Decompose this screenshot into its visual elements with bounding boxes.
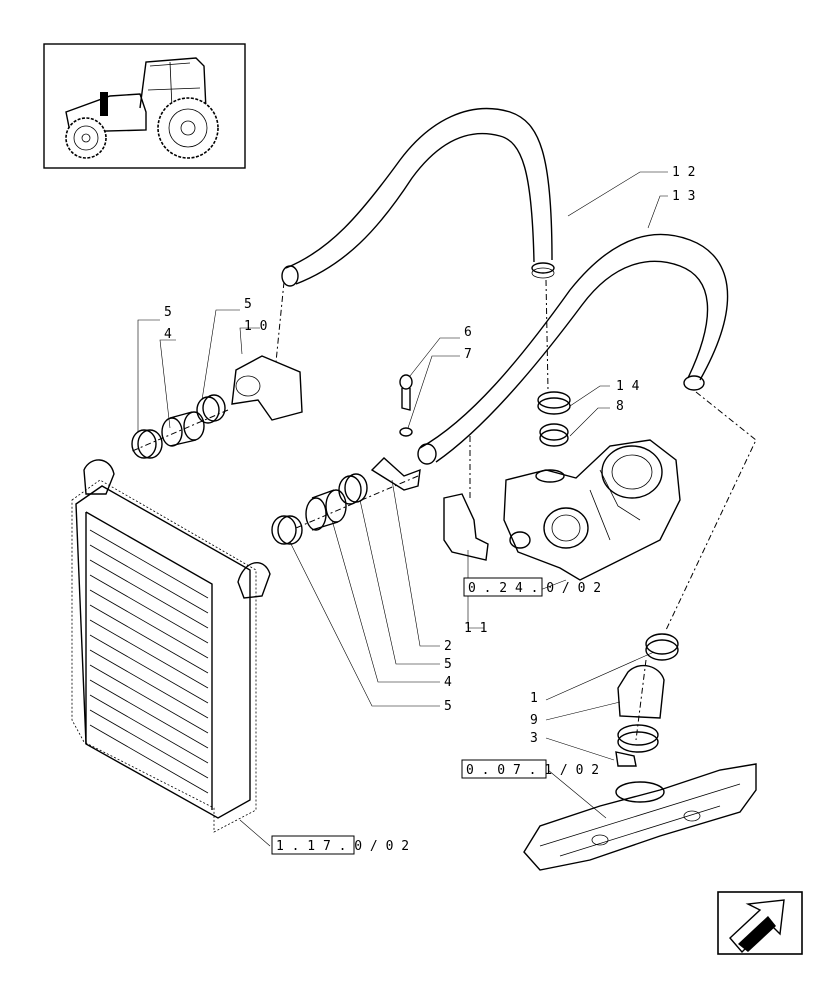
callout-3: 3 (530, 731, 538, 746)
callout-4: 4 (444, 675, 452, 690)
assembly-lines (129, 279, 757, 741)
callout-5: 5 (164, 305, 172, 320)
callout-2: 2 (444, 639, 452, 654)
left-clamp-group (131, 355, 303, 459)
reference-manifold[interactable]: 0 . 0 7 . 1 / 0 2 (461, 759, 599, 779)
reference-intercooler-label: 1 . 1 7 . 0 / 0 2 (276, 839, 409, 854)
turbocharger (503, 439, 681, 581)
lower-hose (417, 233, 729, 465)
callout-5: 5 (444, 699, 452, 714)
callout-14: 1 4 (616, 379, 640, 394)
intercooler (71, 459, 271, 833)
callout-13: 1 3 (672, 189, 695, 204)
callout-9: 9 (530, 713, 538, 728)
callout-5: 5 (244, 297, 252, 312)
upper-hose (281, 107, 555, 287)
callout-1: 1 (530, 691, 538, 706)
next-page-arrow-icon[interactable] (717, 891, 803, 955)
middle-clamp-group (271, 473, 368, 545)
callout-10: 1 0 (244, 319, 267, 334)
callout-5: 5 (444, 657, 452, 672)
callout-8: 8 (616, 399, 624, 414)
callout-11: 1 1 (464, 621, 487, 636)
elbow-group (615, 633, 679, 767)
callout-4: 4 (164, 327, 172, 342)
reference-turbo-label: 0 . 2 4 . 0 / 0 2 (468, 581, 601, 596)
callout-6: 6 (464, 325, 472, 340)
reference-manifold-label: 0 . 0 7 . 1 / 0 2 (466, 763, 599, 778)
support-bracket (443, 493, 489, 561)
turbo-clamps (537, 391, 571, 447)
callout-12: 1 2 (672, 165, 695, 180)
callout-7: 7 (464, 347, 472, 362)
bolt-group (370, 374, 421, 491)
reference-intercooler[interactable]: 1 . 1 7 . 0 / 0 2 (271, 835, 409, 855)
reference-turbo[interactable]: 0 . 2 4 . 0 / 0 2 (463, 577, 601, 597)
callouts: 1 2 1 3 5 4 5 1 0 6 7 1 4 8 1 1 2 5 4 5 … (164, 165, 695, 746)
intake-manifold (523, 763, 757, 871)
leader-lines (137, 171, 668, 847)
tractor-thumbnail-icon[interactable] (43, 43, 246, 169)
